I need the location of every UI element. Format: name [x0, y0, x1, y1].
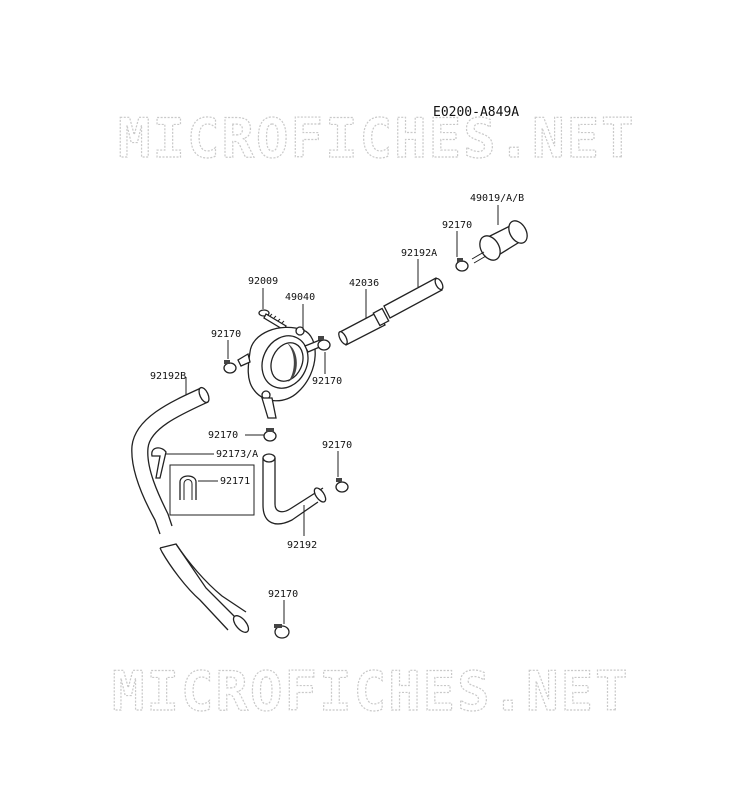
clamp-right[interactable]	[317, 336, 331, 351]
label-clamp-bottom: 92170	[268, 589, 298, 600]
watermark-top: MICROFICHES.NET	[118, 107, 636, 170]
clamp-top[interactable]	[455, 258, 469, 272]
diagram-code: E0200-A849A	[433, 105, 519, 120]
clamp-left[interactable]	[223, 360, 237, 374]
fuel-pump[interactable]	[237, 326, 323, 419]
label-clamp-small: 92170	[322, 440, 352, 451]
label-hose-a: 92192A	[401, 248, 437, 259]
clamp-bottom[interactable]	[274, 624, 290, 639]
hose-b[interactable]	[131, 386, 251, 635]
label-filter: 49019/A/B	[470, 193, 524, 204]
label-clip-a: 92173/A	[216, 449, 258, 460]
clamp-mid[interactable]	[263, 428, 277, 442]
label-clamp-top: 92170	[442, 220, 472, 231]
label-clip: 92171	[220, 476, 250, 487]
hose-a[interactable]	[383, 277, 444, 319]
label-clamp-right: 92170	[312, 376, 342, 387]
label-hose-b: 92192B	[150, 371, 186, 382]
label-clamp-left: 92170	[211, 329, 241, 340]
hose[interactable]	[262, 453, 328, 525]
label-pipe: 42036	[349, 278, 379, 289]
fuel-filter[interactable]	[471, 218, 531, 264]
label-bolt: 92009	[248, 276, 278, 287]
pipe[interactable]	[337, 307, 390, 346]
clip[interactable]	[179, 475, 197, 500]
label-clamp-mid: 92170	[208, 430, 238, 441]
clamp-small[interactable]	[335, 478, 349, 493]
label-pump: 49040	[285, 292, 315, 303]
clip-a[interactable]	[151, 447, 167, 479]
watermark-bottom: MICROFICHES.NET	[112, 660, 630, 723]
label-hose: 92192	[287, 540, 317, 551]
